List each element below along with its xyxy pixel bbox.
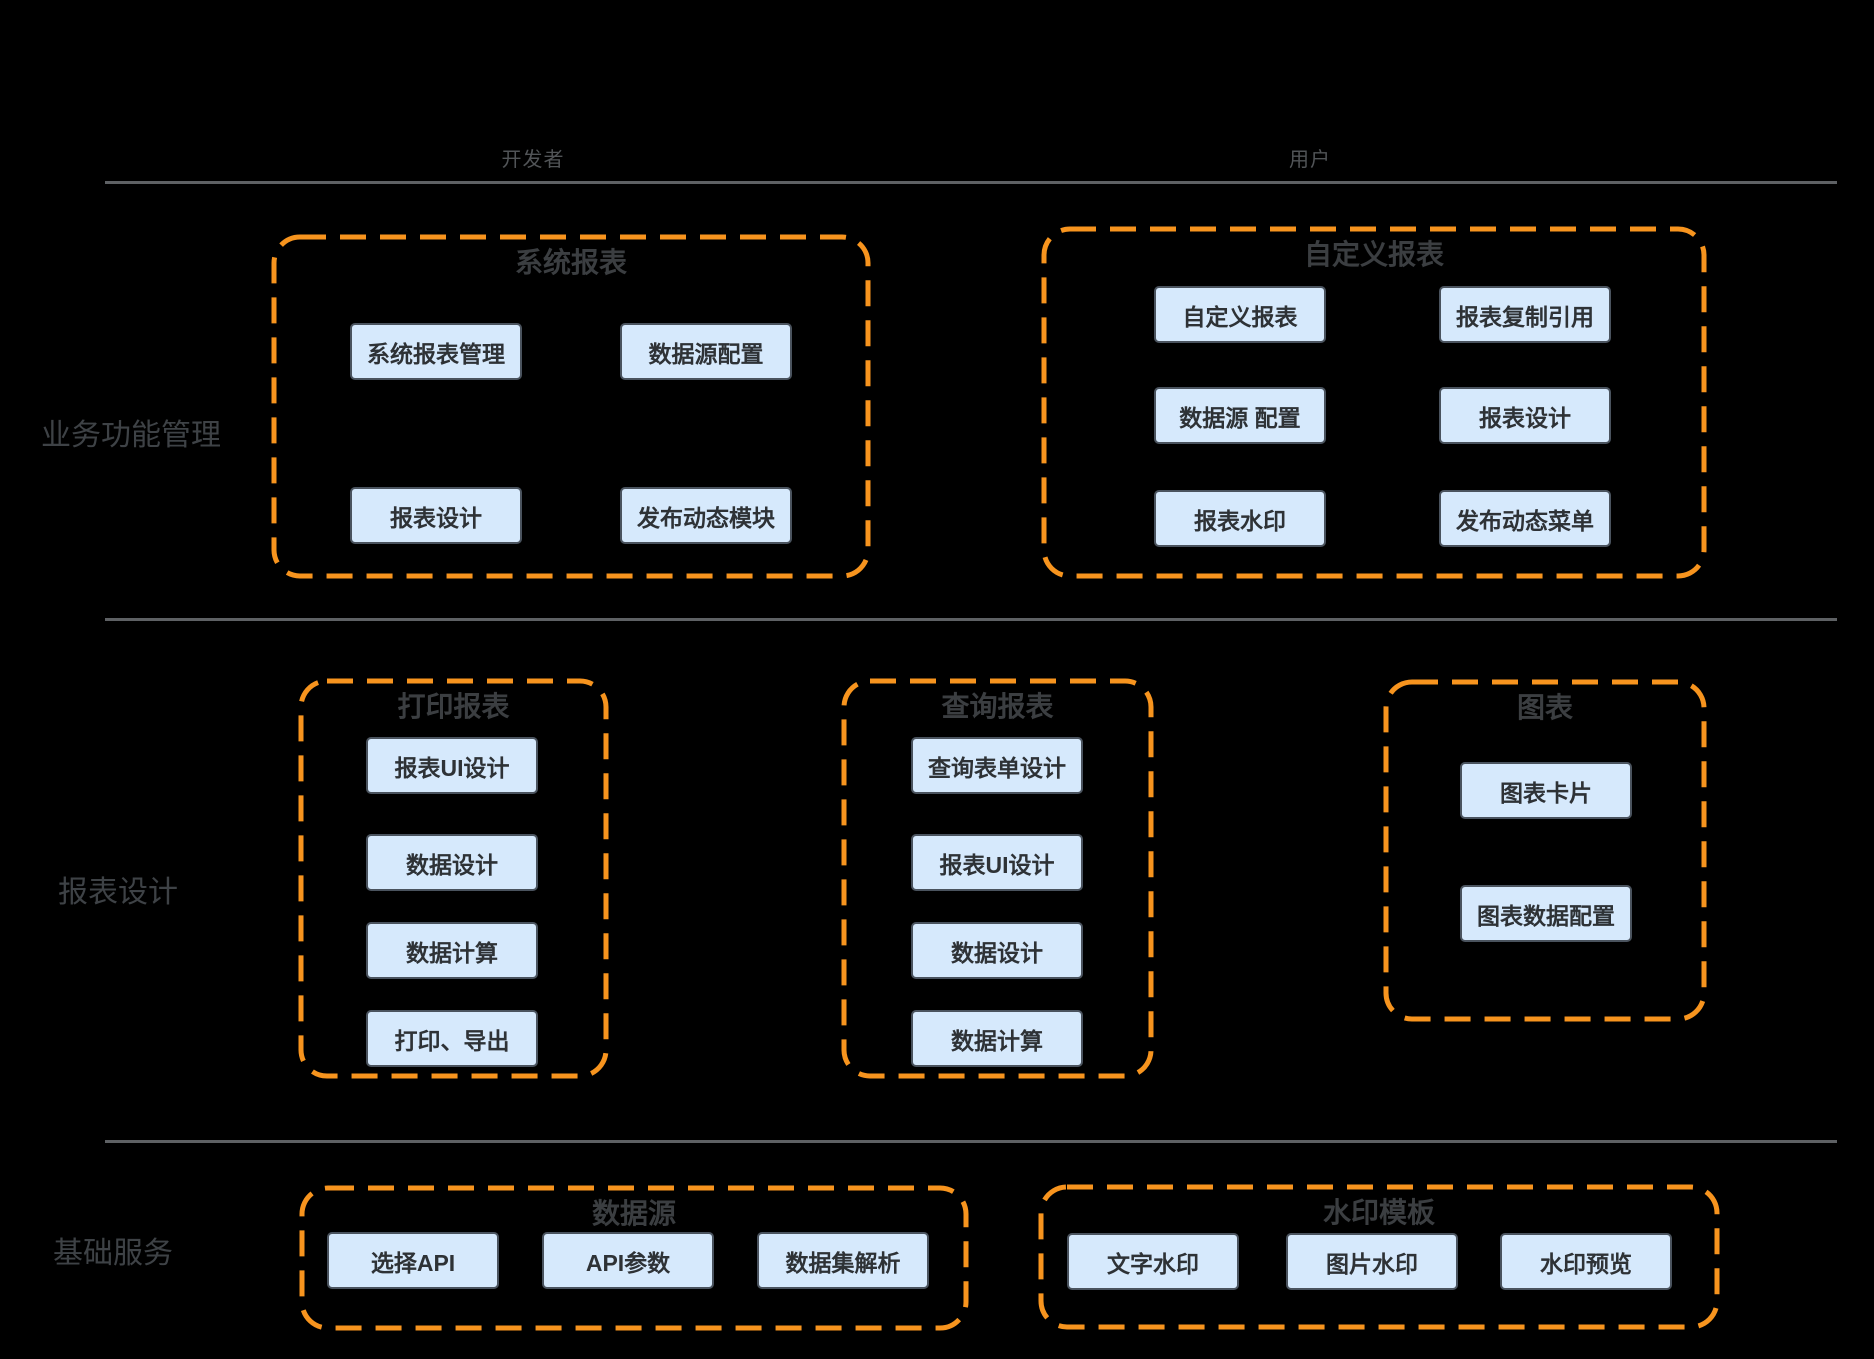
section-label-basic-services: 基础服务 — [53, 1237, 173, 1270]
feature-box: 图片水印 — [1286, 1233, 1458, 1290]
container-chart: 图表 — [1382, 678, 1708, 1023]
section-label-report-design: 报表设计 — [58, 876, 178, 909]
feature-box: 图表卡片 — [1460, 762, 1632, 819]
dashed-border — [298, 678, 609, 1079]
container-datasource: 数据源 — [298, 1184, 970, 1332]
feature-box: 报表UI设计 — [366, 737, 538, 794]
feature-box: 发布动态模块 — [620, 487, 792, 544]
container-query-report: 查询报表 — [840, 677, 1155, 1080]
section-label-business-function-mgmt: 业务功能管理 — [41, 419, 221, 452]
feature-box: 报表复制引用 — [1439, 286, 1611, 343]
lane-label-developer: 开发者 — [501, 149, 565, 171]
container-title: 自定义报表 — [1303, 239, 1444, 270]
feature-box: 数据设计 — [366, 834, 538, 891]
feature-box: 报表水印 — [1154, 490, 1326, 547]
feature-box: API参数 — [542, 1232, 714, 1289]
divider-line-bottom — [105, 1140, 1837, 1143]
feature-box: 数据源 配置 — [1154, 387, 1326, 444]
divider-line-middle — [105, 618, 1837, 621]
feature-box: 选择API — [327, 1232, 499, 1289]
dashed-border — [271, 234, 871, 579]
container-print-report: 打印报表 — [297, 677, 610, 1080]
feature-box: 数据计算 — [911, 1010, 1083, 1067]
feature-box: 图表数据配置 — [1460, 885, 1632, 942]
feature-box: 数据源配置 — [620, 323, 792, 380]
feature-box: 查询表单设计 — [911, 737, 1083, 794]
feature-box: 水印预览 — [1500, 1233, 1672, 1290]
feature-box: 数据计算 — [366, 922, 538, 979]
dashed-border — [1038, 1184, 1720, 1330]
feature-box: 文字水印 — [1067, 1233, 1239, 1290]
feature-box: 数据集解析 — [757, 1232, 929, 1289]
divider-line-top — [105, 181, 1837, 184]
dashed-border — [299, 1185, 969, 1331]
dashed-border — [1041, 226, 1707, 579]
feature-box: 发布动态菜单 — [1439, 490, 1611, 547]
lane-label-user: 用户 — [1289, 149, 1331, 171]
container-title: 数据源 — [591, 1198, 676, 1229]
container-title: 系统报表 — [514, 247, 627, 278]
feature-box: 自定义报表 — [1154, 286, 1326, 343]
container-title: 水印模板 — [1322, 1197, 1435, 1228]
container-system-report: 系统报表 — [270, 233, 872, 580]
container-title: 图表 — [1516, 692, 1573, 723]
feature-box: 数据设计 — [911, 922, 1083, 979]
feature-box: 打印、导出 — [366, 1010, 538, 1067]
dashed-border — [841, 678, 1154, 1079]
feature-box: 报表设计 — [1439, 387, 1611, 444]
dashed-border — [1383, 679, 1707, 1022]
container-title: 打印报表 — [397, 691, 510, 722]
container-watermark-template: 水印模板 — [1037, 1183, 1721, 1331]
feature-box: 系统报表管理 — [350, 323, 522, 380]
feature-box: 报表设计 — [350, 487, 522, 544]
container-custom-report: 自定义报表 — [1040, 225, 1708, 580]
feature-box: 报表UI设计 — [911, 834, 1083, 891]
container-title: 查询报表 — [941, 691, 1054, 722]
